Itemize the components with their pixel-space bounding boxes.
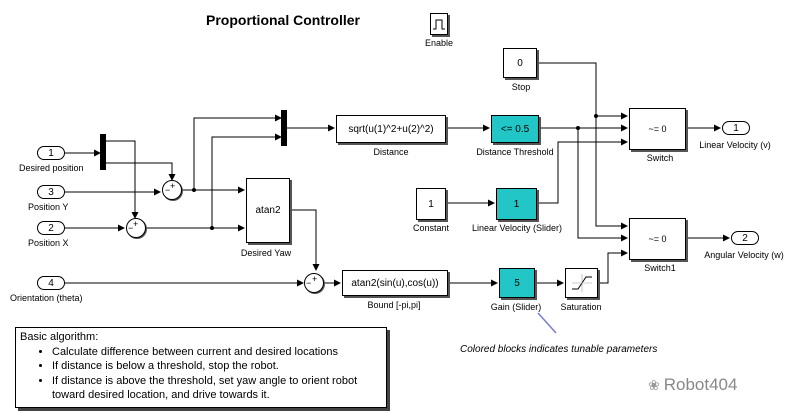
gain-slider-label: Gain (Slider) xyxy=(490,302,542,312)
linear-velocity-slider-block[interactable]: 1 xyxy=(496,188,537,220)
inport-orientation-label: Orientation (theta) xyxy=(10,293,83,303)
sum-x-sign-top: + xyxy=(133,219,139,229)
constant-block[interactable]: 1 xyxy=(416,188,446,220)
distance-label: Distance xyxy=(373,147,409,157)
gain-slider-block[interactable]: 5 xyxy=(499,268,535,298)
switch-criteria: ~= 0 xyxy=(648,124,667,134)
algorithm-note-list: Calculate difference between current and… xyxy=(20,345,382,403)
algorithm-note: Basic algorithm: Calculate difference be… xyxy=(15,327,387,408)
outport-linear-velocity[interactable]: 1 xyxy=(722,121,750,135)
inport-position-y[interactable]: 3 xyxy=(37,185,65,199)
stop-label: Stop xyxy=(511,82,531,92)
tunable-annotation: Colored blocks indicates tunable paramet… xyxy=(460,344,658,355)
mux-block[interactable] xyxy=(281,110,287,146)
saturation-label: Saturation xyxy=(560,302,602,312)
desired-yaw-label: Desired Yaw xyxy=(240,248,292,258)
switch-block[interactable]: ~= 0 xyxy=(629,108,686,150)
diagram-title: Proportional Controller xyxy=(206,12,360,28)
wechat-icon: ❀ xyxy=(648,376,660,393)
outport-angular-velocity[interactable]: 2 xyxy=(731,231,759,245)
switch1-label: Switch1 xyxy=(644,263,676,273)
sum-y-sign-left: − xyxy=(165,185,171,195)
algorithm-note-item: If distance is below a threshold, stop t… xyxy=(52,359,382,374)
algorithm-note-item: Calculate difference between current and… xyxy=(52,345,382,360)
algorithm-note-heading: Basic algorithm: xyxy=(20,331,99,343)
saturation-icon xyxy=(571,274,592,292)
demux-block[interactable] xyxy=(100,134,106,170)
constant-label: Constant xyxy=(412,223,450,233)
sum-theta-sign-left: − xyxy=(306,278,312,288)
enable-label: Enable xyxy=(424,38,454,48)
desired-yaw-block[interactable]: atan2 xyxy=(246,178,290,243)
distance-threshold-label: Distance Threshold xyxy=(476,147,554,157)
outport-linear-velocity-label: Linear Velocity (v) xyxy=(699,140,771,150)
linear-velocity-slider-label: Linear Velocity (Slider) xyxy=(471,223,563,233)
inport-desired-position-label: Desired position xyxy=(19,163,84,173)
bound-label: Bound [-pi,pi] xyxy=(367,300,421,310)
sum-y-block[interactable] xyxy=(162,180,182,200)
inport-orientation[interactable]: 4 xyxy=(37,276,65,290)
watermark: ❀ Robot404 xyxy=(648,375,737,395)
watermark-text: Robot404 xyxy=(663,375,738,394)
sum-theta-sign-top: + xyxy=(312,274,318,284)
switch-label: Switch xyxy=(646,153,674,163)
saturation-block[interactable] xyxy=(565,268,598,298)
stop-block[interactable]: 0 xyxy=(503,48,537,78)
sum-theta-block[interactable] xyxy=(304,273,324,293)
distance-block[interactable]: sqrt(u(1)^2+u(2)^2) xyxy=(336,115,446,143)
distance-threshold-block[interactable]: <= 0.5 xyxy=(491,115,539,143)
switch1-criteria: ~= 0 xyxy=(648,234,667,244)
pulse-icon xyxy=(433,19,445,30)
inport-position-x[interactable]: 2 xyxy=(37,221,65,235)
enable-block[interactable] xyxy=(430,13,448,35)
inport-desired-position[interactable]: 1 xyxy=(37,146,65,160)
outport-angular-velocity-label: Angular Velocity (w) xyxy=(704,250,784,260)
sum-y-sign-top: + xyxy=(170,181,176,191)
sum-x-block[interactable] xyxy=(126,218,146,238)
sum-x-sign-left: − xyxy=(128,223,134,233)
bound-block[interactable]: atan2(sin(u),cos(u)) xyxy=(342,270,448,296)
inport-position-x-label: Position X xyxy=(28,238,69,248)
algorithm-note-item: If distance is above the threshold, set … xyxy=(52,374,382,403)
switch1-block[interactable]: ~= 0 xyxy=(629,218,686,260)
inport-position-y-label: Position Y xyxy=(28,202,69,212)
